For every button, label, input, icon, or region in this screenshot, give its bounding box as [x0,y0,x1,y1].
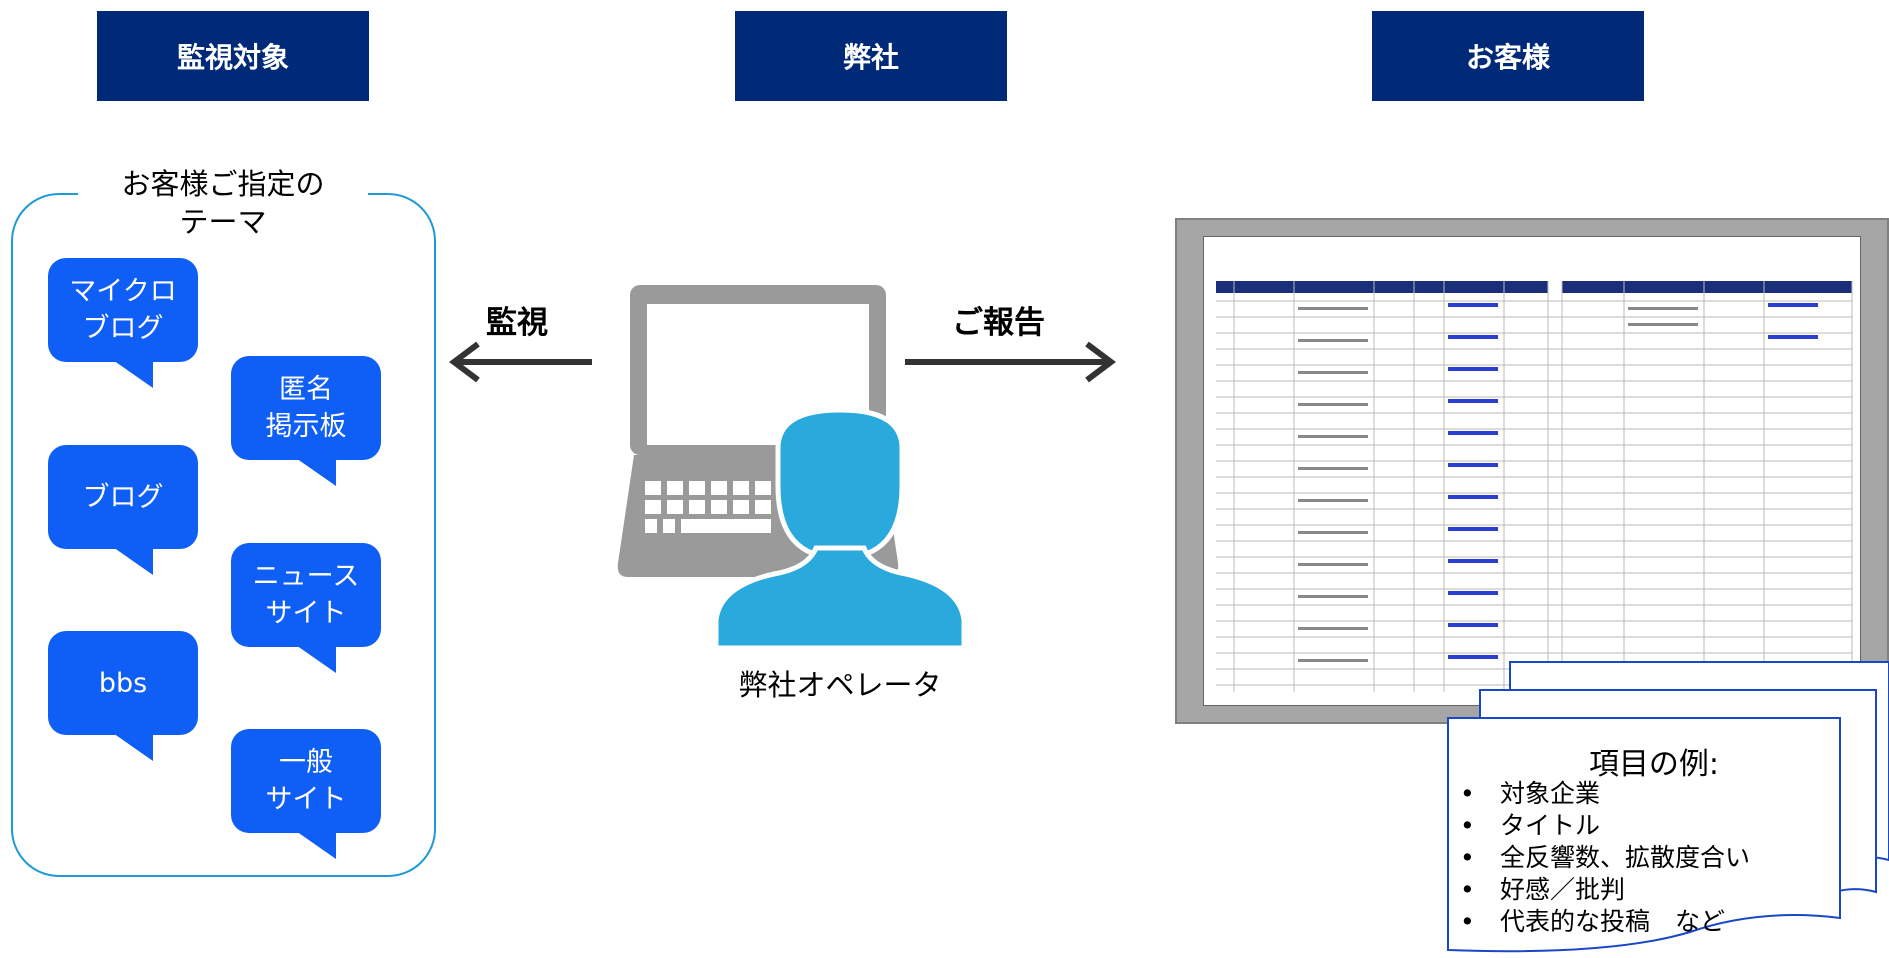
bubble-label: ブログ [82,481,164,513]
bubble-tail [293,829,336,859]
report-label: ご報告 [952,305,1045,341]
list-item: タイトル [1460,810,1750,842]
header-our-company: 弊社 [735,11,1007,101]
operator-label: 弊社オペレータ [738,668,942,702]
bubble-label: 匿名 掲示板 [265,374,347,442]
bubble-label: bbs [98,667,148,699]
list-item: 対象企業 [1460,778,1750,810]
report-table-thumbnail [1216,281,1853,692]
bubble-tail [293,456,336,486]
bubble-microblog: マイクロ ブログ [48,258,198,388]
bubble-label: 一般 サイト [265,747,347,815]
arrow-right-icon [905,341,1116,383]
bubble-anonymous-board: 匿名 掲示板 [231,356,381,486]
bubble-tail [110,358,153,388]
report-sheet-thumbnail [1203,236,1861,706]
bubble-news-site: ニュース サイト [231,543,381,673]
bubble-tail [110,731,153,761]
operator-person-icon [716,408,966,648]
list-item: 全反響数、拡散度合い [1460,842,1750,874]
bubble-blog: ブログ [48,445,198,575]
header-customer: お客様 [1372,11,1644,101]
bubble-label: マイクロ ブログ [69,276,177,344]
bubble-label: ニュース サイト [252,561,360,629]
bubble-tail [110,545,153,575]
report-items-list: 対象企業 タイトル 全反響数、拡散度合い 好感／批判 代表的な投稿 など [1460,778,1750,938]
header-monitor-target: 監視対象 [97,11,369,101]
monitor-label: 監視 [486,305,548,341]
report-items-title: 項目の例: [1588,747,1720,782]
theme-title: お客様ご指定の テーマ [78,165,368,241]
list-item: 代表的な投稿 など [1460,906,1750,938]
arrow-left-icon [449,341,592,383]
list-item: 好感／批判 [1460,874,1750,906]
bubble-bbs: bbs [48,631,198,761]
bubble-tail [293,643,336,673]
bubble-general-site: 一般 サイト [231,729,381,859]
